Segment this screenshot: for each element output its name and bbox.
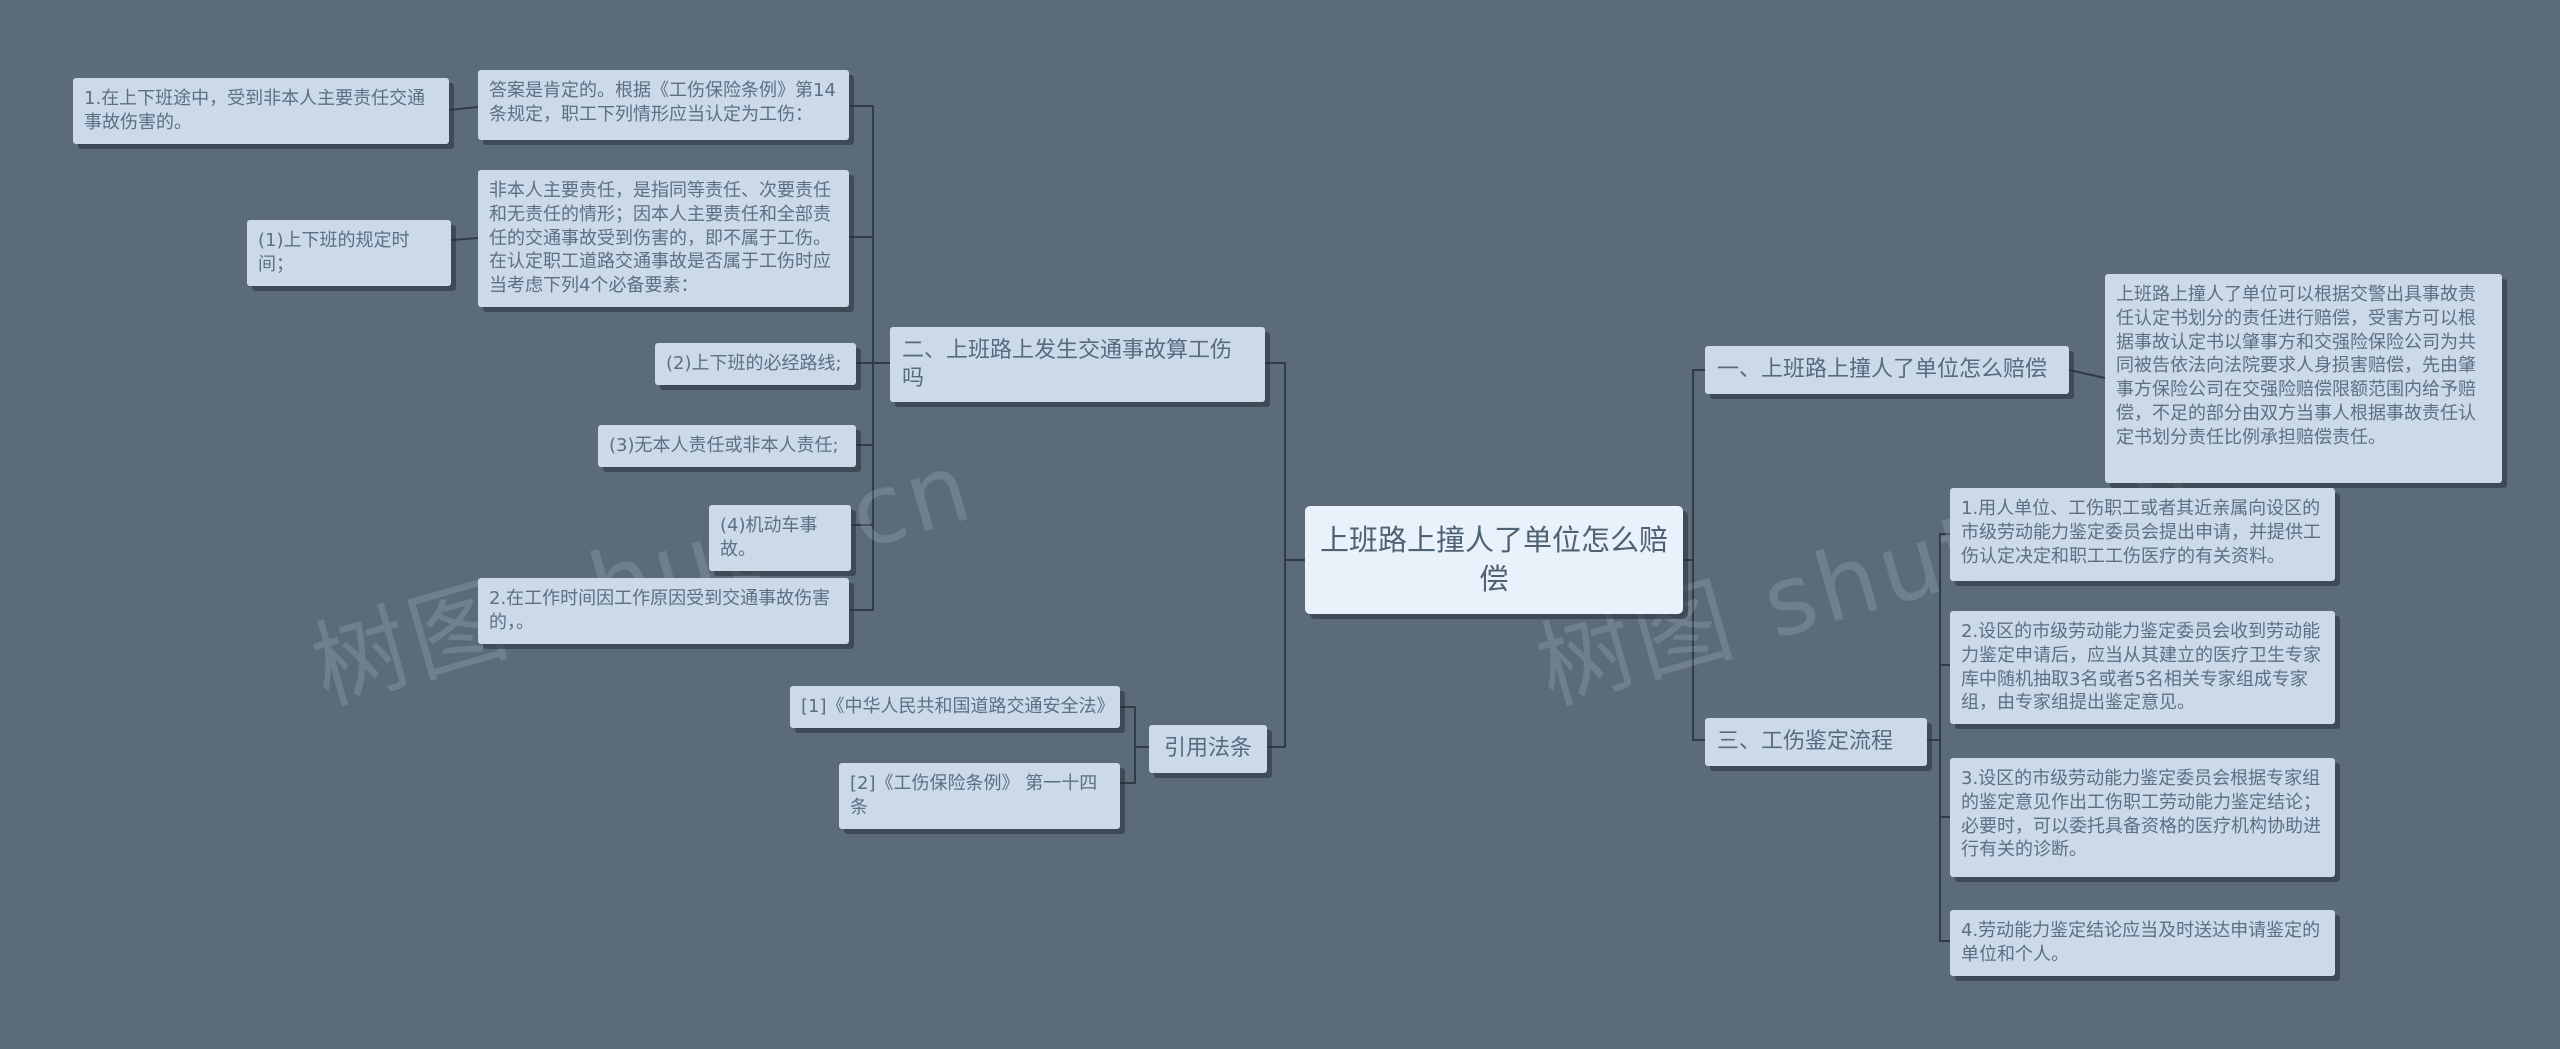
node-answer[interactable]: 答案是肯定的。根据《工伤保险条例》第14条规定，职工下列情形应当认定为工伤： — [478, 70, 849, 140]
node-factor3[interactable]: (3)无本人责任或非本人责任; — [598, 425, 856, 467]
node-item2[interactable]: 2.在工作时间因工作原因受到交通事故伤害的，。 — [478, 578, 849, 644]
node-factor4[interactable]: (4)机动车事故。 — [709, 505, 851, 571]
node-factor2[interactable]: (2)上下班的必经路线; — [655, 343, 856, 385]
node-step2[interactable]: 2.设区的市级劳动能力鉴定委员会收到劳动能力鉴定申请后，应当从其建立的医疗卫生专… — [1950, 611, 2335, 724]
node-branch2-traffic-accident-work-injury[interactable]: 二、上班路上发生交通事故算工伤吗 — [890, 327, 1265, 402]
node-step3[interactable]: 3.设区的市级劳动能力鉴定委员会根据专家组的鉴定意见作出工伤职工劳动能力鉴定结论… — [1950, 758, 2335, 877]
node-branch1-how-employer-compensates[interactable]: 一、上班路上撞人了单位怎么赔偿 — [1705, 346, 2069, 394]
node-step1[interactable]: 1.用人单位、工伤职工或者其近亲属向设区的市级劳动能力鉴定委员会提出申请，并提供… — [1950, 488, 2335, 581]
central-topic-node[interactable]: 上班路上撞人了单位怎么赔偿 — [1305, 506, 1683, 614]
node-cited-laws[interactable]: 引用法条 — [1149, 725, 1267, 773]
node-step4[interactable]: 4.劳动能力鉴定结论应当及时送达申请鉴定的单位和个人。 — [1950, 910, 2335, 976]
node-branch1-detail[interactable]: 上班路上撞人了单位可以根据交警出具事故责任认定书划分的责任进行赔偿，受害方可以根… — [2105, 274, 2502, 483]
node-non-main-responsibility[interactable]: 非本人主要责任，是指同等责任、次要责任和无责任的情形；因本人主要责任和全部责任的… — [478, 170, 849, 307]
node-branch3-appraisal-process[interactable]: 三、工伤鉴定流程 — [1705, 718, 1927, 766]
node-law2[interactable]: [2]《工伤保险条例》 第一十四条 — [839, 763, 1120, 829]
node-factor1[interactable]: (1)上下班的规定时间； — [247, 220, 451, 286]
node-item1[interactable]: 1.在上下班途中，受到非本人主要责任交通事故伤害的。 — [73, 78, 449, 144]
node-law1[interactable]: [1]《中华人民共和国道路交通安全法》 — [790, 686, 1120, 728]
